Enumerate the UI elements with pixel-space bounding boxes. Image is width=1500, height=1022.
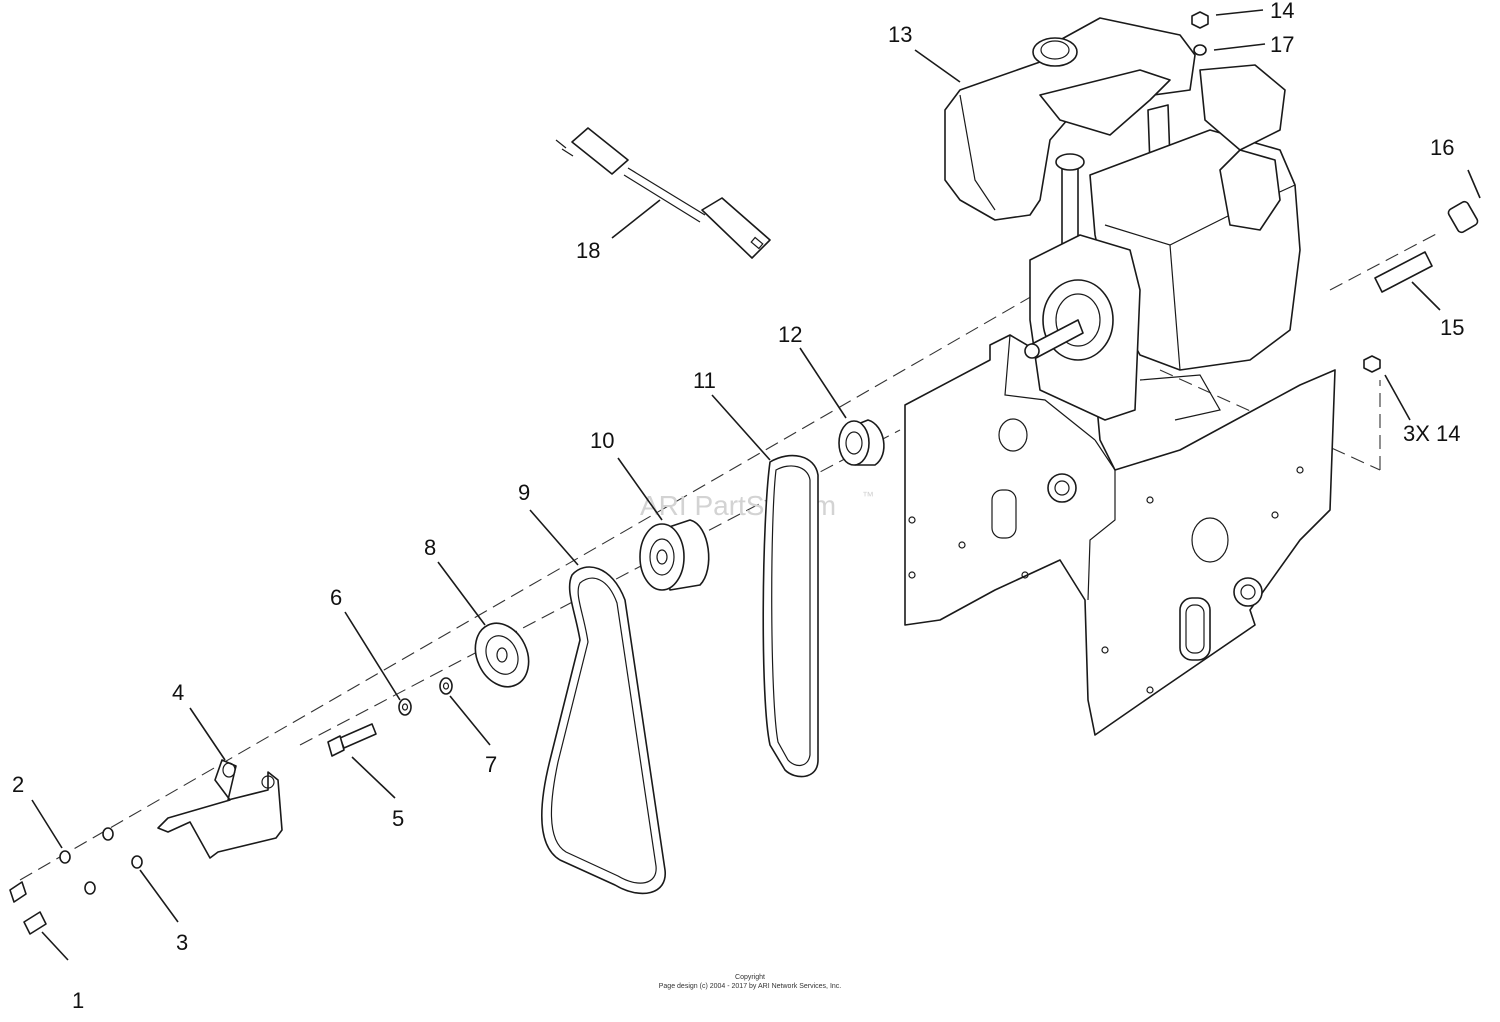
- spacer-tube-15: [1374, 251, 1433, 293]
- callout-leaders: [31, 9, 1481, 961]
- washer-6: [398, 698, 412, 716]
- washer-2b: [102, 827, 114, 841]
- callout-labels: 1 2 3 4 5 6 7 8 9 10 11 12 13 14 15 16 1…: [12, 0, 1464, 1013]
- callout-4: 4: [172, 680, 184, 705]
- idler-bracket: [157, 759, 283, 859]
- washer-2: [59, 850, 71, 864]
- idler-pulley: [474, 622, 530, 688]
- callout-16: 16: [1430, 135, 1454, 160]
- engine-pulley: [639, 519, 710, 591]
- callout-17: 17: [1270, 32, 1294, 57]
- callout-11: 11: [693, 368, 716, 393]
- callout-2: 2: [12, 772, 24, 797]
- callout-10: 10: [590, 428, 614, 453]
- traction-belt: [762, 454, 819, 778]
- drive-pulley-hub: [838, 419, 885, 466]
- copyright-line-2: Page design (c) 2004 - 2017 by ARI Netwo…: [659, 983, 842, 990]
- engine-mounting-plate: [904, 334, 1336, 736]
- callout-9: 9: [518, 480, 530, 505]
- copyright-line-1: Copyright: [735, 974, 765, 981]
- nut-3x14: [1363, 355, 1381, 373]
- callout-5: 5: [392, 806, 404, 831]
- callout-8: 8: [424, 535, 436, 560]
- callout-15: 15: [1440, 315, 1464, 340]
- nut-14: [1191, 11, 1209, 29]
- washer-7: [439, 677, 453, 695]
- spacer-16: [1447, 200, 1479, 234]
- callout-7: 7: [485, 752, 497, 777]
- washer-3: [84, 881, 96, 895]
- callout-12: 12: [778, 322, 802, 347]
- electric-starter-cord: [555, 127, 771, 259]
- shoulder-bolt: [327, 723, 377, 757]
- washer-17: [1193, 44, 1207, 56]
- washer-3b: [131, 855, 143, 869]
- callout-14: 14: [1270, 0, 1294, 23]
- watermark-trademark: ™: [862, 489, 874, 503]
- callout-1: 1: [72, 988, 84, 1013]
- engine-assembly: [944, 17, 1301, 421]
- auger-belt: [541, 566, 666, 895]
- callout-3x14: 3X 14: [1403, 421, 1461, 446]
- callout-6: 6: [330, 585, 342, 610]
- hex-bolt-upper: [9, 881, 27, 903]
- callout-13: 13: [888, 22, 912, 47]
- callout-3: 3: [176, 930, 188, 955]
- hex-bolt-lower: [23, 911, 47, 935]
- callout-18: 18: [576, 238, 600, 263]
